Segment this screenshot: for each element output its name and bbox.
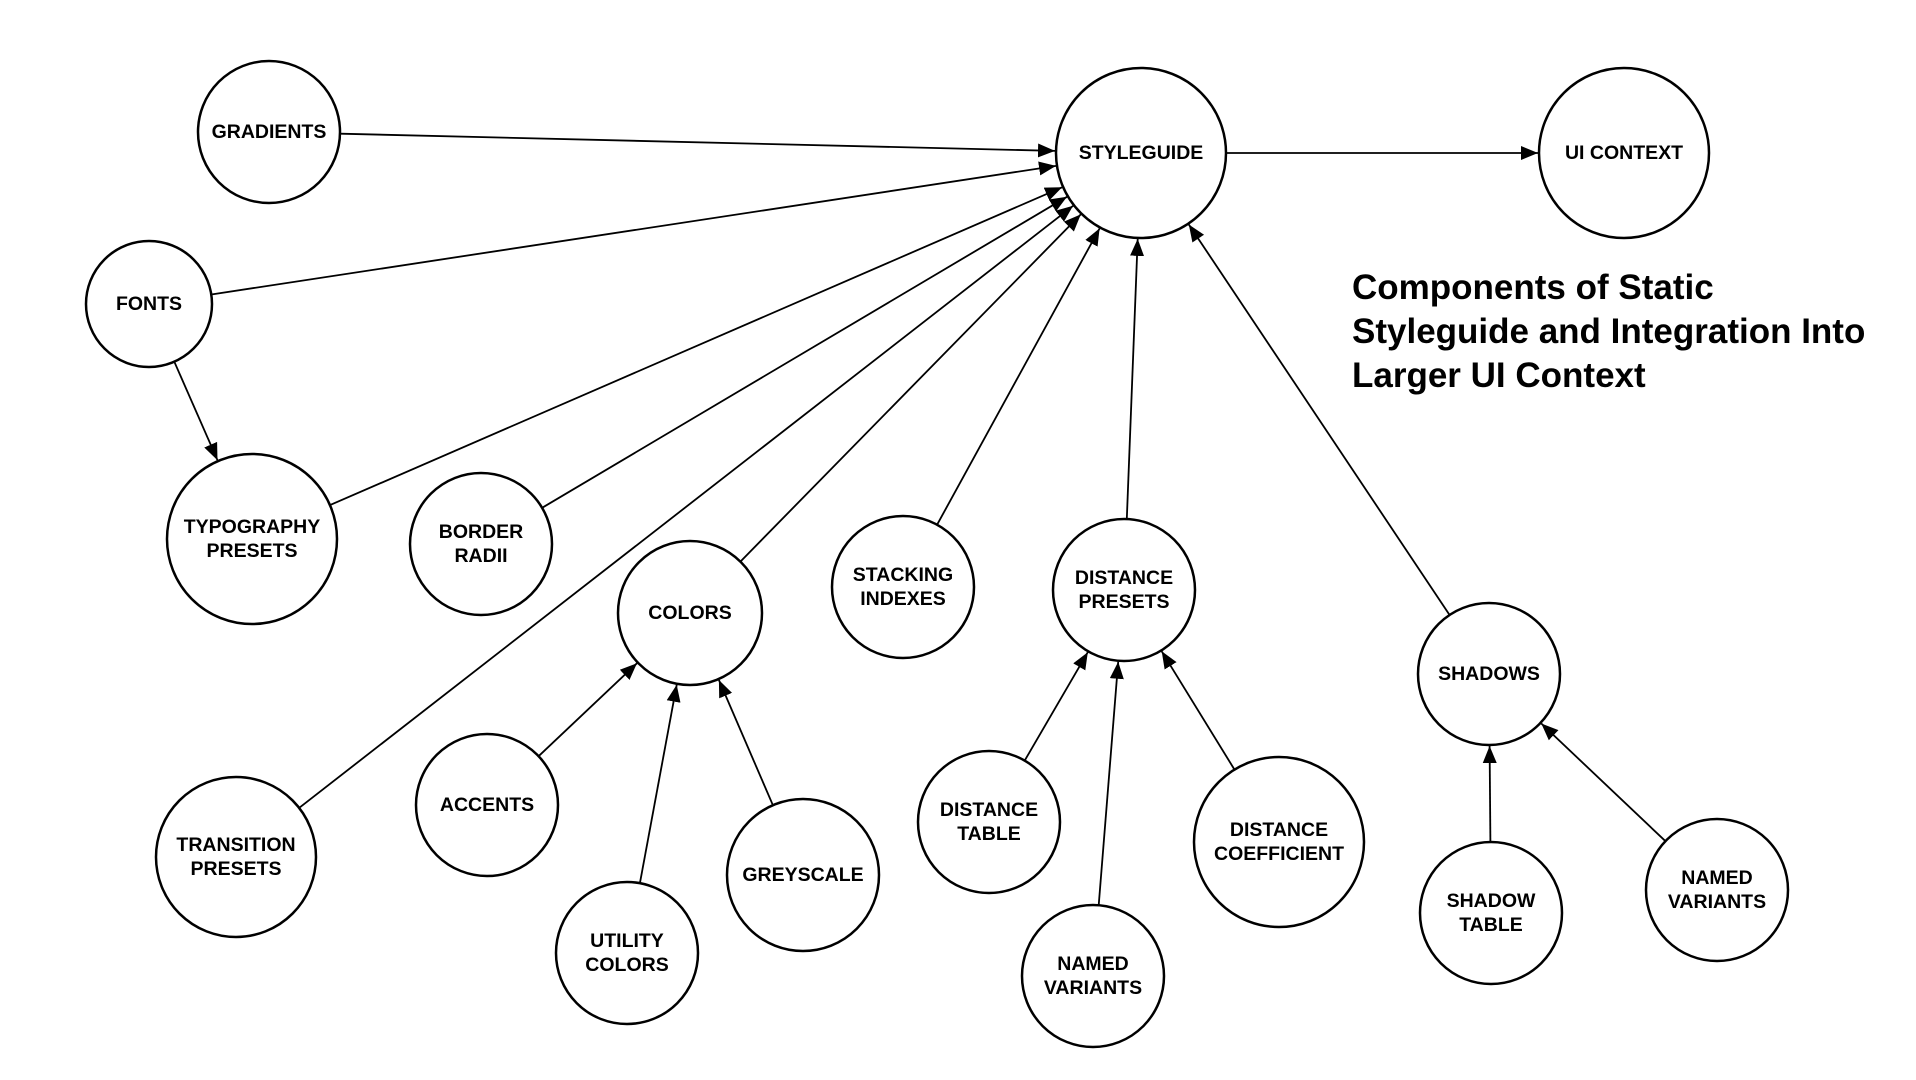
diagram-title: Components of Static Styleguide and Inte… — [1352, 266, 1865, 398]
node-circle — [1537, 66, 1711, 240]
node-shadows: SHADOWS — [1416, 601, 1562, 747]
node-ui-context: UI CONTEXT — [1537, 66, 1711, 240]
node-fonts: FONTS — [84, 239, 214, 369]
node-label: PRESETS — [190, 858, 281, 880]
node-circle — [830, 514, 976, 660]
node-label: UTILITY — [590, 930, 664, 952]
node-greyscale: GREYSCALE — [725, 797, 881, 953]
node-label: VARIANTS — [1044, 977, 1142, 999]
node-label: VARIANTS — [1668, 891, 1766, 913]
title-line-2: Styleguide and Integration Into — [1352, 312, 1866, 351]
node-label: RADII — [454, 545, 507, 567]
edge-shadows-to-styleguide — [1188, 224, 1451, 616]
node-label: DISTANCE — [1075, 567, 1173, 589]
node-circle — [154, 775, 318, 939]
edge-border-radii-to-styleguide — [541, 196, 1068, 509]
node-label: UI CONTEXT — [1565, 142, 1683, 164]
node-circle — [84, 239, 214, 369]
node-circle — [408, 471, 554, 617]
node-label: COLORS — [585, 954, 668, 976]
edge-accents-to-colors — [537, 662, 638, 757]
node-circle — [1418, 840, 1564, 986]
node-circle — [1192, 755, 1366, 929]
node-label: GRADIENTS — [212, 121, 327, 143]
node-label: SHADOW — [1447, 890, 1536, 912]
node-label: FONTS — [116, 293, 182, 315]
node-gradients: GRADIENTS — [196, 59, 342, 205]
node-label: TABLE — [1459, 914, 1523, 936]
node-circle — [916, 749, 1062, 895]
node-circle — [725, 797, 881, 953]
node-circle — [1416, 601, 1562, 747]
edge-fonts-to-styleguide — [211, 161, 1057, 296]
title-line-3: Larger UI Context — [1352, 356, 1646, 395]
edge-transition-presets-to-styleguide — [298, 205, 1074, 809]
node-colors: COLORS — [616, 539, 764, 687]
node-styleguide: STYLEGUIDE — [1054, 66, 1228, 240]
edge-gradients-to-styleguide — [339, 132, 1056, 158]
edge-distance-coefficient-to-distance-presets — [1160, 650, 1236, 771]
node-label: TRANSITION — [176, 834, 295, 856]
edge-fonts-to-typography-presets — [173, 361, 219, 461]
node-label: DISTANCE — [940, 799, 1038, 821]
node-accents: ACCENTS — [414, 732, 560, 878]
node-circle — [616, 539, 764, 687]
node-label: NAMED — [1057, 953, 1129, 975]
title-line-1: Components of Static — [1352, 268, 1714, 307]
edge-stacking-indexes-to-styleguide — [936, 227, 1101, 526]
node-label: COLORS — [648, 602, 731, 624]
edge-utility-colors-to-colors — [639, 684, 681, 884]
node-circle — [1644, 817, 1790, 963]
node-label: BORDER — [439, 521, 524, 543]
edge-typography-presets-to-styleguide — [329, 186, 1063, 506]
edge-distance-presets-to-styleguide — [1125, 238, 1145, 520]
edge-colors-to-styleguide — [739, 213, 1082, 563]
node-circle — [554, 880, 700, 1026]
edge-named-variants-shadow-to-shadows — [1540, 722, 1667, 842]
node-label: DISTANCE — [1230, 819, 1328, 841]
node-label: COEFFICIENT — [1214, 843, 1344, 865]
edge-shadow-table-to-shadows — [1482, 745, 1497, 843]
nodes-layer: GRADIENTSFONTSTYPOGRAPHYPRESETSBORDERRAD… — [84, 59, 1790, 1049]
edges-layer — [173, 132, 1667, 906]
node-label: TYPOGRAPHY — [184, 516, 321, 538]
node-circle — [196, 59, 342, 205]
node-circle — [165, 452, 339, 626]
edge-named-variants-distance-to-distance-presets — [1097, 661, 1124, 906]
node-label: GREYSCALE — [742, 864, 863, 886]
node-label: ACCENTS — [440, 794, 534, 816]
node-label: STACKING — [853, 564, 953, 586]
node-label: SHADOWS — [1438, 663, 1540, 685]
node-label: NAMED — [1681, 867, 1753, 889]
node-circle — [1051, 517, 1197, 663]
edge-distance-table-to-distance-presets — [1023, 651, 1089, 762]
node-circle — [1020, 903, 1166, 1049]
node-circle — [414, 732, 560, 878]
node-label: PRESETS — [206, 540, 297, 562]
node-label: STYLEGUIDE — [1079, 142, 1204, 164]
node-circle — [1054, 66, 1228, 240]
node-label: INDEXES — [860, 588, 946, 610]
node-label: TABLE — [957, 823, 1021, 845]
node-label: PRESETS — [1078, 591, 1169, 613]
edge-greyscale-to-colors — [718, 679, 774, 806]
